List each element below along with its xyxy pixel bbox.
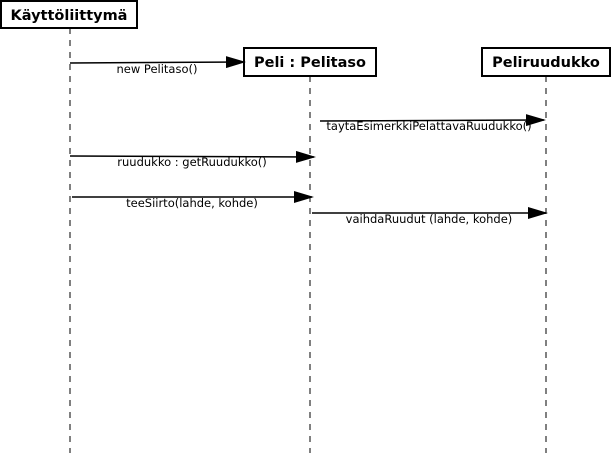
message-get-ruudukko: ruudukko : getRuudukko(): [69, 150, 316, 169]
message-vaihda-ruudut-label: vaihdaRuudut (lahde, kohde): [346, 212, 513, 226]
message-tayta-ruudukko-label: taytaEsimerkkiPelattavaRuudukko(): [326, 119, 531, 133]
message-new-pelitaso-arrow: [69, 56, 246, 69]
participant-peli: Peli : Pelitaso: [243, 47, 377, 77]
participant-kayttoliittyma-label: Käyttöliittymä: [11, 8, 128, 24]
message-get-ruudukko-arrow: [69, 150, 316, 163]
message-get-ruudukko-label: ruudukko : getRuudukko(): [117, 155, 266, 169]
message-tayta-ruudukko-arrow: [319, 114, 546, 127]
participant-kayttoliittyma: Käyttöliittymä: [0, 0, 138, 29]
message-new-pelitaso-label: new Pelitaso(): [117, 62, 198, 76]
message-tee-siirto: teeSiirto(lahde, kohde): [72, 191, 314, 210]
participant-peliruudukko: Peliruudukko: [481, 47, 611, 77]
message-tee-siirto-label: teeSiirto(lahde, kohde): [126, 196, 258, 210]
participant-peli-label: Peli : Pelitaso: [254, 55, 366, 71]
message-tayta-ruudukko: taytaEsimerkkiPelattavaRuudukko(): [319, 114, 546, 133]
message-new-pelitaso: new Pelitaso(): [69, 56, 246, 76]
message-vaihda-ruudut: vaihdaRuudut (lahde, kohde): [312, 207, 548, 226]
participant-peliruudukko-label: Peliruudukko: [492, 55, 600, 71]
